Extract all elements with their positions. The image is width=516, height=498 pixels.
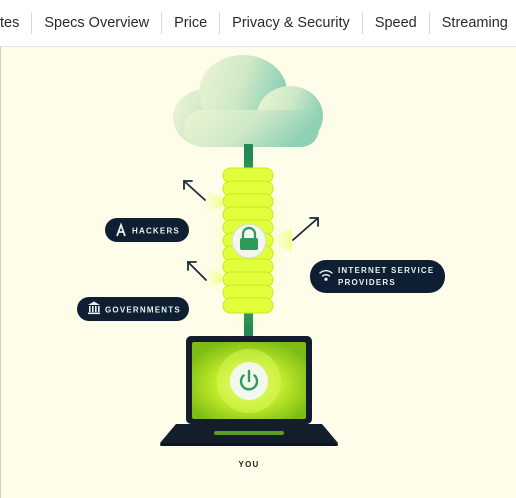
tab-privacy-security[interactable]: Privacy & Security	[219, 12, 362, 34]
tab-specs-overview[interactable]: Specs Overview	[31, 12, 161, 34]
arrow-up-left-icon	[183, 180, 206, 201]
laptop	[160, 336, 338, 446]
deflection-rays	[205, 190, 292, 290]
governments-badge: GOVERNMENTS	[77, 297, 189, 321]
hacker-a-icon	[116, 222, 126, 237]
lock-icon	[231, 223, 267, 259]
tab-speed[interactable]: Speed	[361, 12, 429, 34]
tab-features-partial[interactable]: tes	[0, 15, 20, 31]
keyboard-glow	[214, 431, 284, 435]
isp-label-line2: PROVIDERS	[338, 278, 396, 287]
isp-badge: INTERNET SERVICE PROVIDERS	[310, 260, 445, 293]
building-icon	[88, 301, 100, 315]
section-tab-bar: tes Specs Overview Price Privacy & Secur…	[0, 0, 516, 47]
wifi-icon	[319, 270, 333, 281]
arrow-up-left-icon	[187, 261, 207, 281]
isp-label-line1: INTERNET SERVICE	[338, 266, 434, 275]
you-label: YOU	[239, 460, 260, 469]
power-icon[interactable]	[230, 362, 268, 400]
arrow-up-right-icon	[292, 217, 319, 241]
tab-streaming[interactable]: Streaming	[428, 12, 516, 34]
hackers-label: HACKERS	[132, 227, 180, 236]
deflect-arrows	[183, 180, 319, 281]
tab-price[interactable]: Price	[161, 12, 219, 34]
vpn-tunnel-illustration: HACKERS GOVERNMENTS INTERNET SERVICE PRO…	[77, 55, 445, 469]
hackers-badge: HACKERS	[105, 218, 189, 242]
cloud-icon	[173, 55, 323, 147]
window-edge	[0, 0, 1, 498]
governments-label: GOVERNMENTS	[105, 306, 181, 315]
